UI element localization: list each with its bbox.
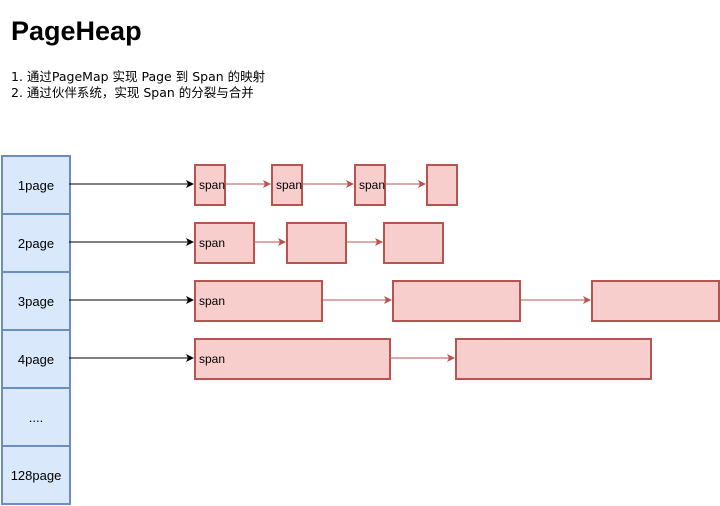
span-1page-3: span [354,164,386,206]
span-label: span [199,352,226,366]
span-1page-2: span [271,164,303,206]
page-cell-ellipsis: .... [1,387,71,447]
span-label: span [199,236,226,250]
span-label: span [359,178,386,192]
span-3page-3 [591,280,720,322]
span-3page-2 [392,280,521,322]
span-1page-4 [426,164,458,206]
span-2page-2 [286,222,347,264]
page-cell-4page: 4page [1,329,71,389]
page-cell-2page: 2page [1,213,71,273]
span-4page-2 [455,338,652,380]
diagram-title: PageHeap [11,16,142,46]
note-pagemap: 1. 通过PageMap 实现 Page 到 Span 的映射 [11,69,266,84]
page-cell-3page: 3page [1,271,71,331]
span-label: span [199,294,226,308]
span-1page-1: span [194,164,226,206]
span-label: span [276,178,303,192]
note-buddy-system: 2. 通过伙伴系统，实现 Span 的分裂与合并 [11,85,254,100]
span-2page-3 [383,222,444,264]
span-label: span [199,178,226,192]
span-2page-1: span [194,222,255,264]
page-cell-128page: 128page [1,445,71,505]
span-3page-1: span [194,280,323,322]
page-cell-1page: 1page [1,155,71,215]
span-4page-1: span [194,338,391,380]
